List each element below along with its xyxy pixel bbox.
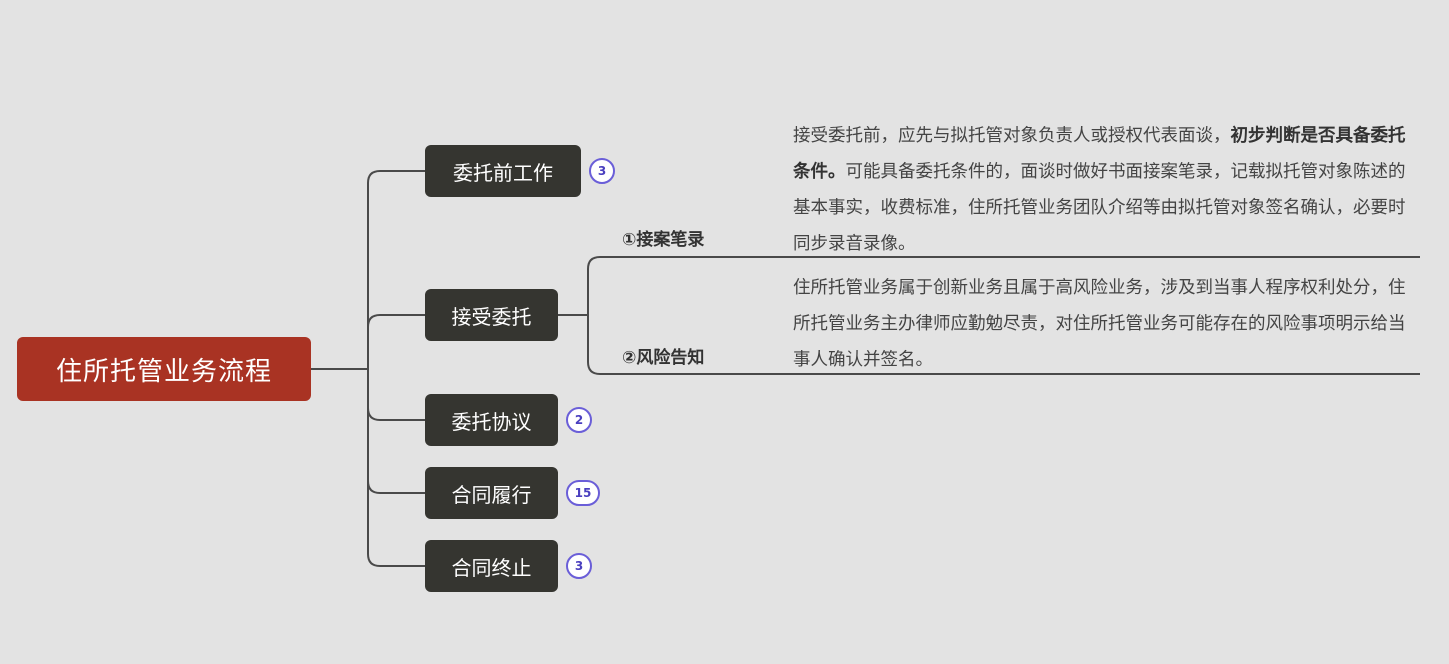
branch-node-contract-performance[interactable]: 合同履行 — [425, 467, 558, 519]
connector-child-1 — [587, 256, 1420, 315]
note-risk-notice: 住所托管业务属于创新业务且属于高风险业务，涉及到当事人程序权利处分，住所托管业务… — [793, 278, 1406, 370]
subtopic-case-record[interactable]: ①接案笔录 — [622, 230, 705, 250]
note-emphasis: 初步判断是否具备委托条件。 — [793, 126, 1406, 182]
branch-node-entrust-agreement[interactable]: 委托协议 — [425, 394, 558, 446]
connector-trunk-top — [367, 170, 425, 369]
branch-node-pre-entrust[interactable]: 委托前工作 — [425, 145, 581, 197]
branch-node-contract-termination[interactable]: 合同终止 — [425, 540, 558, 592]
note-text: 接受委托前，应先与拟托管对象负责人或授权代表面谈， — [793, 126, 1231, 146]
connector-branch-2 — [367, 314, 425, 328]
note-text: 可能具备委托条件的，面谈时做好书面接案笔录，记载拟托管对象陈述的基本事实，收费标… — [793, 162, 1406, 254]
collapsed-count-badge[interactable]: 2 — [566, 407, 592, 433]
branch-node-accept-entrust[interactable]: 接受委托 — [425, 289, 558, 341]
root-node[interactable]: 住所托管业务流程 — [17, 337, 311, 401]
connector-branch-4 — [367, 480, 425, 494]
subtopic-risk-notice[interactable]: ②风险告知 — [622, 348, 705, 368]
collapsed-count-badge[interactable]: 15 — [566, 480, 600, 506]
connector-branch-3 — [367, 407, 425, 421]
connector-child-2 — [587, 315, 1420, 375]
collapsed-count-badge[interactable]: 3 — [589, 158, 615, 184]
note-case-record: 接受委托前，应先与拟托管对象负责人或授权代表面谈，初步判断是否具备委托条件。可能… — [793, 118, 1417, 262]
connector-trunk-bottom — [367, 369, 425, 567]
collapsed-count-badge[interactable]: 3 — [566, 553, 592, 579]
